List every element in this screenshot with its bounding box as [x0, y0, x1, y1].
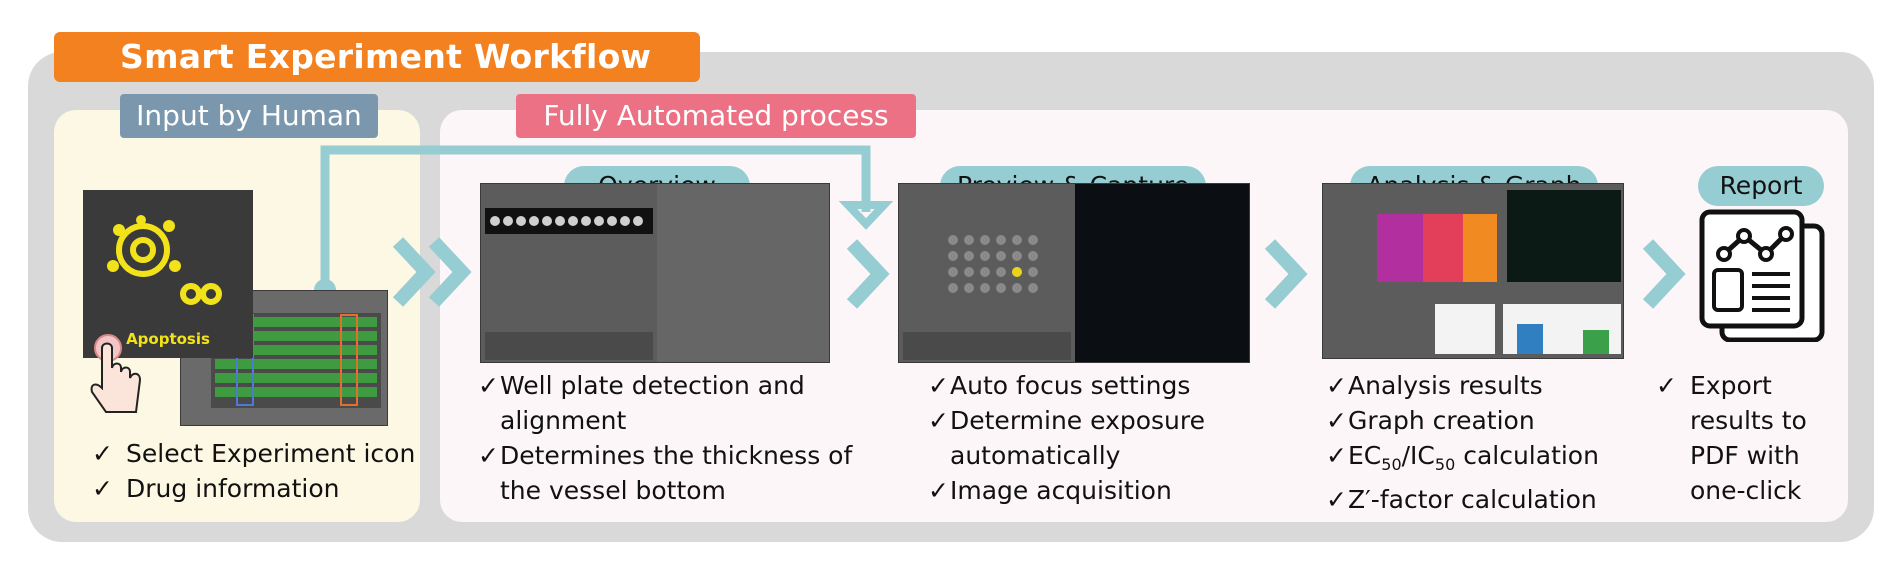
chevron-icon-1a	[392, 237, 436, 307]
list-item: ✓Z′-factor calculation	[1326, 485, 1597, 514]
analysis-graph-screenshot	[1322, 183, 1624, 359]
list-item: ✓ EC50/IC50 calculation	[1326, 441, 1599, 474]
overview-checklist: ✓Well plate detection and alignment ✓Det…	[478, 368, 852, 508]
list-item: ✓Select Experiment icon	[92, 439, 416, 468]
list-item: ✓Image acquisition	[928, 476, 1172, 505]
human-input-label: Input by Human	[120, 94, 378, 138]
stage-report: Report	[1698, 166, 1824, 206]
human-checklist: ✓Select Experiment icon ✓Drug informatio…	[92, 436, 415, 506]
preview-capture-screenshot	[898, 183, 1250, 363]
automated-process-label: Fully Automated process	[516, 94, 916, 138]
report-document-icon	[1699, 209, 1825, 342]
report-check: ✓	[1656, 371, 1677, 400]
connector-arrowhead	[838, 201, 894, 230]
chevron-icon-3	[1264, 239, 1308, 309]
chevron-icon-1b	[428, 237, 472, 307]
chevron-icon-4	[1642, 239, 1686, 309]
list-item: ✓Graph creation	[1326, 406, 1535, 435]
apoptosis-label: Apoptosis	[126, 330, 210, 348]
list-item: ✓Well plate detection and alignment	[478, 371, 805, 435]
apoptosis-experiment-icon: Apoptosis	[83, 190, 253, 358]
list-item: ✓Auto focus settings	[928, 371, 1191, 400]
preview-checklist: ✓Auto focus settings ✓Determine exposure…	[928, 368, 1205, 508]
drug-plate-screenshot	[180, 290, 388, 426]
chevron-icon-2	[846, 239, 890, 309]
analysis-checklist: ✓Analysis results ✓Graph creation ✓ EC50…	[1326, 368, 1599, 517]
report-description: Export results to PDF with one-click	[1690, 371, 1807, 505]
list-item: ✓Determine exposure automatically	[928, 406, 1206, 470]
list-item: ✓Analysis results	[1326, 371, 1543, 400]
overview-screenshot	[480, 183, 830, 363]
workflow-title: Smart Experiment Workflow	[54, 32, 700, 82]
connector-line	[320, 145, 871, 290]
tap-hand-icon	[90, 334, 142, 413]
list-item: ✓Drug information	[92, 474, 340, 503]
list-item: ✓Determines the thickness of the vessel …	[478, 441, 853, 505]
